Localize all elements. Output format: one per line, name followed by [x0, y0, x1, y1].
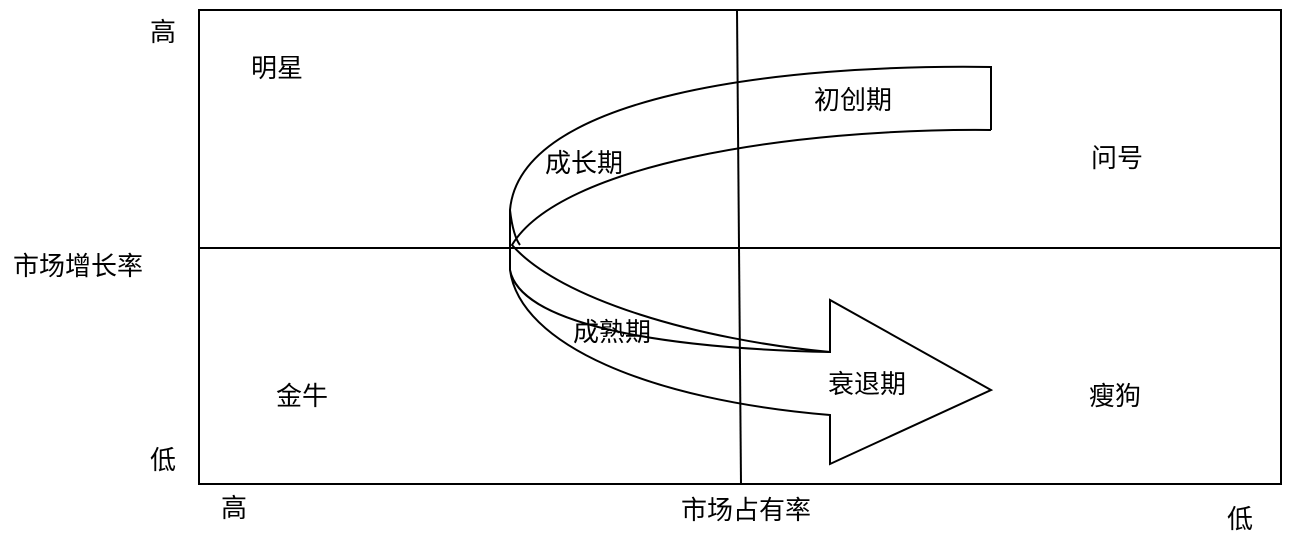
lifecycle-arrow-inner-edge: [510, 128, 992, 353]
y-axis-title: 市场增长率: [13, 252, 144, 282]
lifecycle-arrow-outline: [509, 65, 994, 466]
quadrant-dog-label: 瘦狗: [1089, 382, 1142, 412]
y-axis-high-label: 高: [150, 18, 177, 48]
lifecycle-arrow-fold: [509, 209, 521, 246]
quadrant-star-label: 明星: [251, 54, 304, 84]
stage-decline-label: 衰退期: [828, 370, 907, 400]
x-axis-low-label: 低: [1227, 505, 1254, 535]
stage-startup-label: 初创期: [814, 86, 893, 116]
x-axis-high-label: 高: [221, 494, 248, 524]
quadrant-question-label: 问号: [1091, 144, 1144, 174]
stage-maturity-label: 成熟期: [573, 318, 652, 348]
quadrant-cashcow-label: 金牛: [276, 382, 329, 412]
x-axis-title: 市场占有率: [681, 496, 812, 526]
y-axis-low-label: 低: [150, 446, 177, 476]
stage-growth-label: 成长期: [545, 149, 624, 179]
vertical-divider: [736, 9, 742, 485]
